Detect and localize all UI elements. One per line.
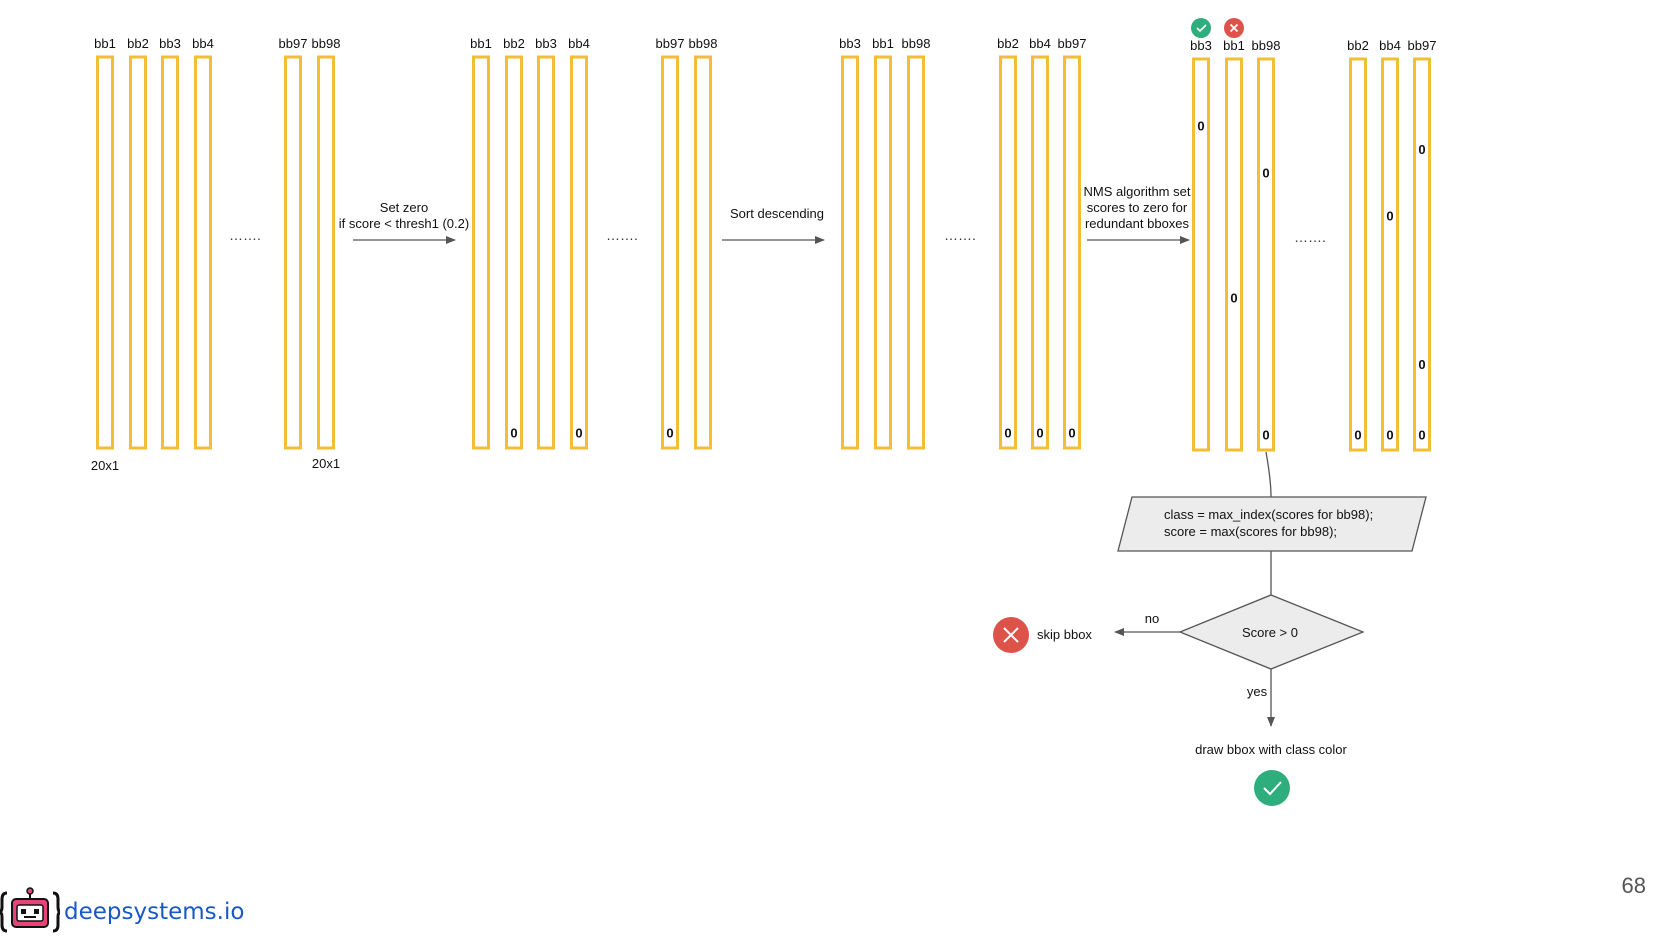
score-vector-bar — [96, 55, 114, 450]
zero-score-text: 0 — [1262, 165, 1269, 180]
zero-score-text: 0 — [1418, 357, 1425, 372]
zero-score-text: 0 — [1354, 427, 1361, 442]
kept-check-icon — [1191, 18, 1211, 38]
bbox-label: bb4 — [192, 36, 214, 51]
bbox-label: bb2 — [127, 36, 149, 51]
zero-score-text: 0 — [1386, 208, 1393, 223]
bbox-label: bb97 — [279, 36, 308, 51]
column-group-sorted: bb3 bb1 bb98 ……. bb2 0 bb4 0 bb97 0 — [839, 36, 1087, 450]
column-group-thresholded: bb1 bb2 0 bb3 bb4 0 ……. bb97 0 bb98 — [470, 36, 718, 450]
score-vector-bar — [661, 55, 679, 450]
suppressed-x-icon — [1224, 18, 1244, 38]
brand-logo: deepsystems.io — [0, 887, 244, 937]
column-group-nms: bb3 0 bb1 0 bb98 0 0 ……. bb2 0 bb4 0 0 bb97 0 0 0 — [1190, 18, 1437, 452]
score-vector-bar — [907, 55, 925, 450]
bbox-label: bb98 — [312, 36, 341, 51]
score-vector-bar — [999, 55, 1017, 450]
zero-score-text: 0 — [510, 425, 517, 440]
arrow-sort: Sort descending — [722, 206, 825, 244]
page-number: 68 — [1621, 873, 1646, 898]
bbox-label: bb98 — [902, 36, 931, 51]
bbox-label: bb97 — [656, 36, 685, 51]
score-vector-bar — [317, 55, 335, 450]
bbox-label: bb1 — [94, 36, 116, 51]
brand-name: deepsystems.io — [64, 899, 245, 925]
score-vector-bar — [1413, 57, 1431, 452]
zero-score-text: 0 — [666, 425, 673, 440]
bbox-label: bb3 — [159, 36, 181, 51]
score-vector-bar — [1349, 57, 1367, 452]
bbox-label: bb3 — [839, 36, 861, 51]
zero-score-text: 0 — [1418, 142, 1425, 157]
score-vector-bar — [841, 55, 859, 450]
zero-score-text: 0 — [1230, 291, 1237, 306]
draw-bbox-label: draw bbox with class color — [1195, 742, 1347, 757]
score-vector-bar — [570, 55, 588, 450]
bbox-label: bb2 — [503, 36, 525, 51]
zero-score-text: 0 — [1418, 427, 1425, 442]
ellipsis-text: ……. — [229, 227, 261, 243]
bbox-label: bb4 — [1379, 38, 1401, 53]
score-vector-bar — [1225, 57, 1243, 452]
bbox-label: bb4 — [1029, 36, 1051, 51]
skip-x-icon — [993, 617, 1029, 653]
bbox-label: bb4 — [568, 36, 590, 51]
robot-logo-icon — [0, 887, 60, 933]
zero-score-text: 0 — [1036, 425, 1043, 440]
bbox-label: bb3 — [535, 36, 557, 51]
skip-bbox-label: skip bbox — [1037, 627, 1092, 642]
zero-score-text: 0 — [1004, 425, 1011, 440]
zero-score-text: 0 — [1262, 427, 1269, 442]
ellipsis-text: ……. — [944, 227, 976, 243]
column-group-original: bb1 bb2 bb3 bb4 ……. bb97 bb98 20x1 20x1 — [91, 36, 341, 473]
score-vector-bar — [1381, 57, 1399, 452]
decision-text: Score > 0 — [1242, 625, 1298, 640]
score-vector-bar — [537, 55, 555, 450]
vector-size-label: 20x1 — [91, 458, 119, 473]
process-box: class = max_index(scores for bb98);score… — [1117, 496, 1427, 552]
no-label: no — [1145, 611, 1159, 626]
score-vector-bar — [694, 55, 712, 450]
score-vector-bar — [1257, 57, 1275, 452]
ellipsis-text: ……. — [606, 227, 638, 243]
zero-score-text: 0 — [575, 425, 582, 440]
score-vector-bar — [1031, 55, 1049, 450]
bbox-label: bb97 — [1058, 36, 1087, 51]
bbox-label: bb3 — [1190, 38, 1212, 53]
score-vector-bar — [472, 55, 490, 450]
decision-diamond: Score > 0 — [1178, 594, 1365, 670]
ellipsis-text: ……. — [1294, 229, 1326, 245]
yes-label: yes — [1247, 684, 1268, 699]
bbox-label: bb98 — [1252, 38, 1281, 53]
zero-score-text: 0 — [1068, 425, 1075, 440]
score-vector-bar — [129, 55, 147, 450]
score-vector-bar — [1192, 57, 1210, 452]
bbox-label: bb2 — [997, 36, 1019, 51]
bbox-label: bb1 — [872, 36, 894, 51]
score-vector-bar — [874, 55, 892, 450]
score-vector-bar — [284, 55, 302, 450]
bbox-label: bb1 — [470, 36, 492, 51]
zero-score-text: 0 — [1197, 118, 1204, 133]
vector-size-label: 20x1 — [312, 456, 340, 471]
score-vector-bar — [161, 55, 179, 450]
score-vector-bar — [1063, 55, 1081, 450]
score-vector-bar — [194, 55, 212, 450]
bbox-label: bb2 — [1347, 38, 1369, 53]
connector-line — [1265, 451, 1272, 498]
zero-score-text: 0 — [1386, 427, 1393, 442]
arrow-caption: Sort descending — [730, 206, 824, 221]
process-text: class = max_index(scores for bb98);score… — [1164, 507, 1373, 539]
draw-check-icon — [1254, 770, 1290, 806]
bbox-label: bb1 — [1223, 38, 1245, 53]
bbox-label: bb97 — [1408, 38, 1437, 53]
score-vector-bar — [505, 55, 523, 450]
bbox-label: bb98 — [689, 36, 718, 51]
